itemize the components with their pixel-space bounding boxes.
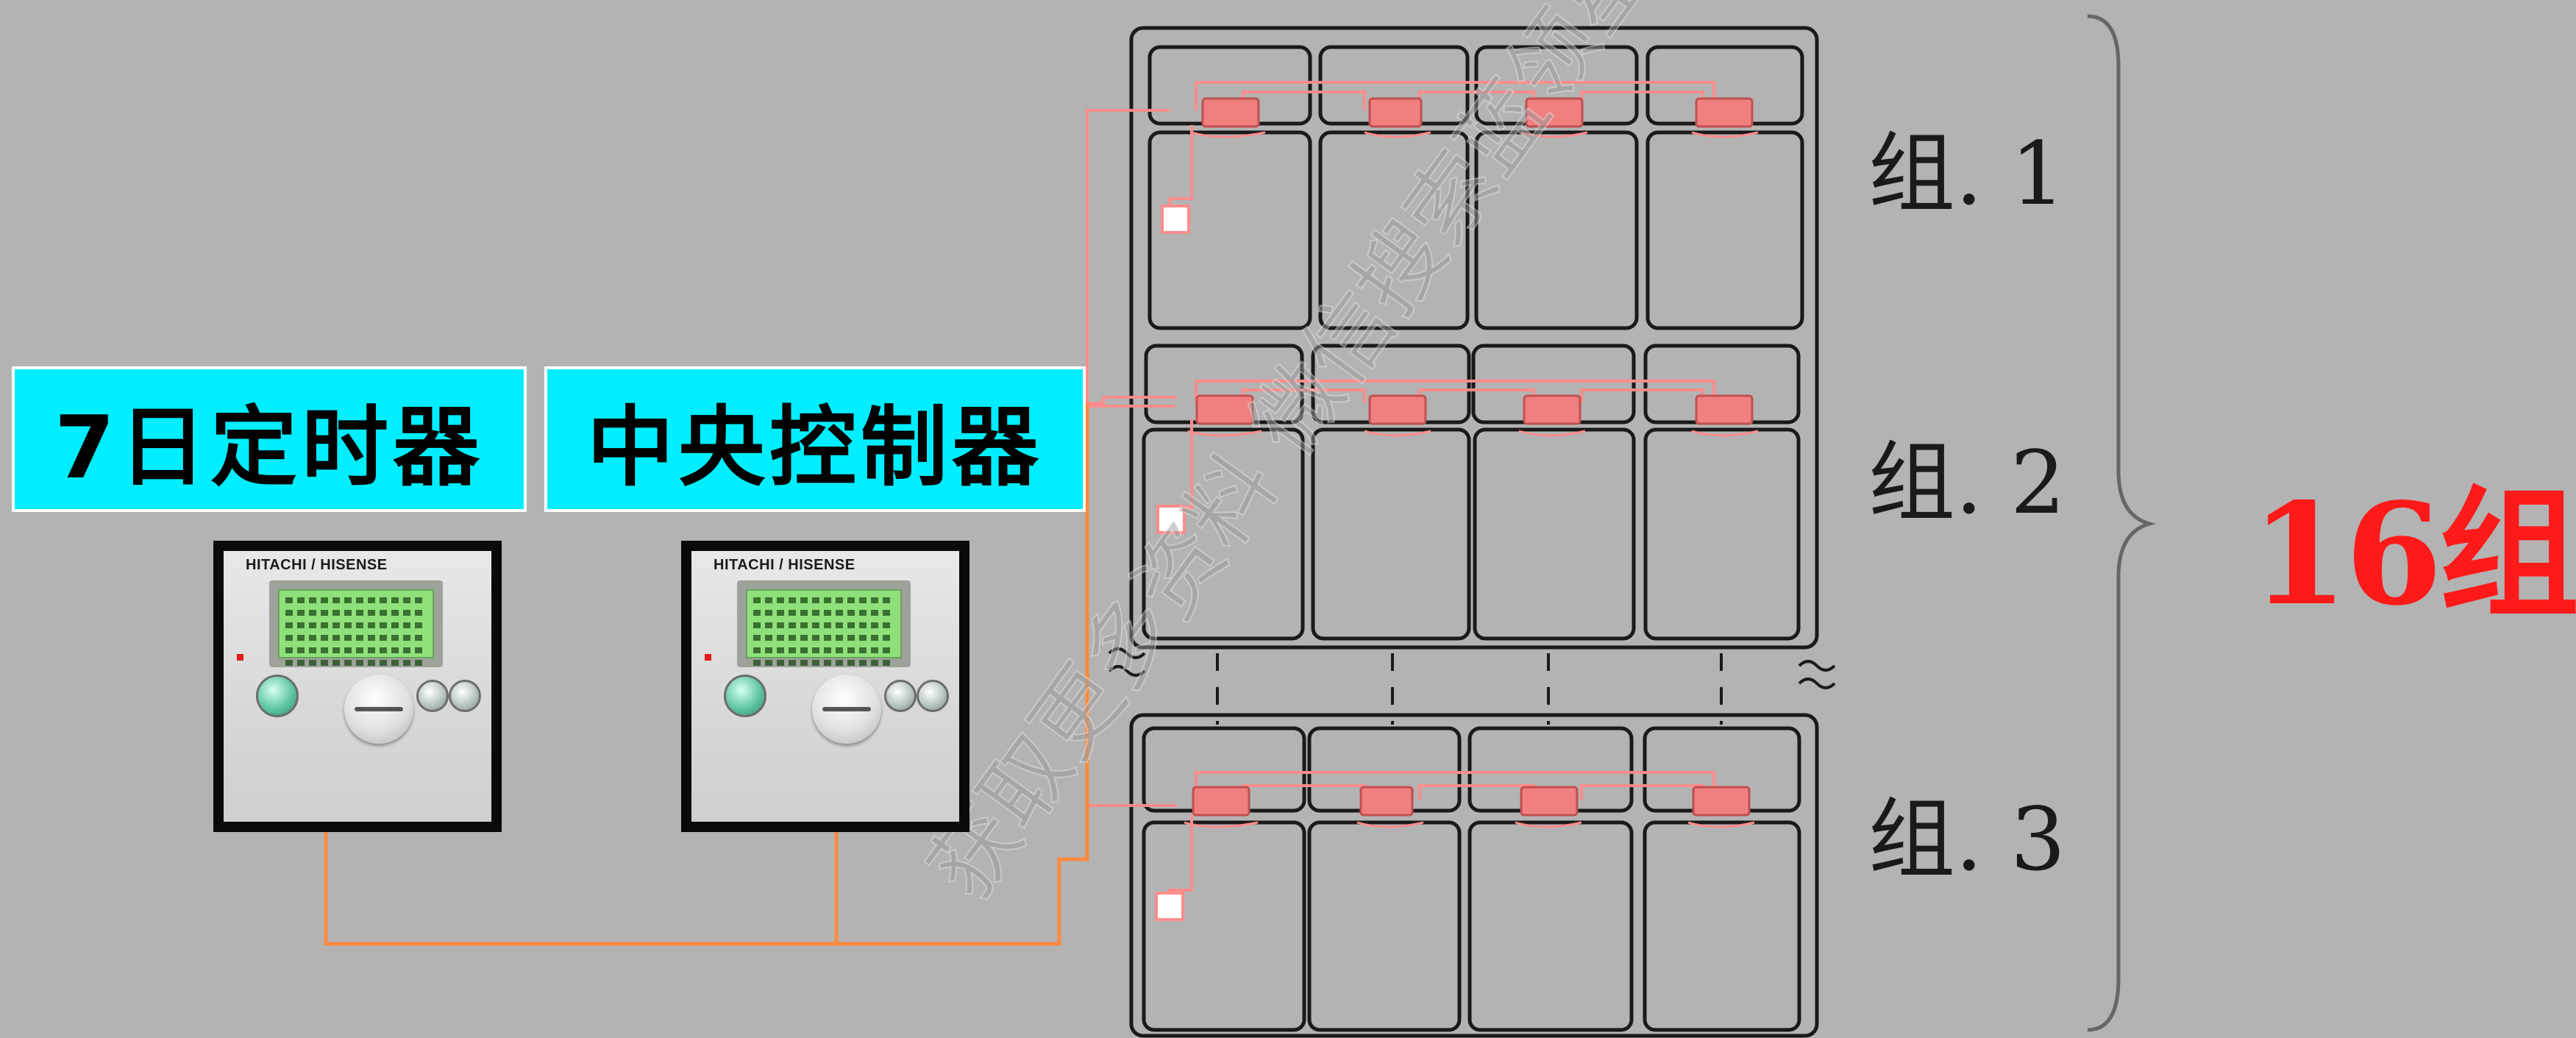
group-brace [2087, 14, 2157, 1032]
remote-receivers [1155, 205, 1190, 921]
timer-controller-display [278, 589, 434, 666]
indoor-unit-blocks [1192, 97, 1754, 817]
timer-led-icon [237, 654, 243, 661]
central-button-left [884, 680, 917, 712]
group-3-label: 组. 3 [1868, 789, 2066, 890]
timer-button-right [449, 680, 481, 712]
central-dial-knob [812, 675, 881, 744]
central-controller-display [746, 589, 902, 666]
central-controller-display-frame [737, 580, 911, 667]
central-button-right [917, 680, 949, 712]
central-power-button [724, 675, 766, 717]
controller-bus [324, 403, 1089, 946]
timer-button-left [416, 680, 449, 712]
timer-dial-knob [344, 675, 413, 744]
timer-controller-face: HITACHI / HISENSE [224, 551, 491, 822]
central-led-icon [705, 654, 711, 661]
timer-controller: HITACHI / HISENSE [213, 541, 502, 832]
group-1-label: 组. 1 [1868, 123, 2066, 224]
timer-controller-brand: HITACHI / HISENSE [246, 557, 388, 573]
central-controller-face: HITACHI / HISENSE [691, 551, 959, 822]
group-2-label: 组. 2 [1868, 432, 2066, 533]
total-groups-label: 16组 [2251, 472, 2576, 636]
timer-label: 7日定时器 [12, 366, 527, 512]
continuation-dashes [1216, 653, 1723, 725]
central-controller: HITACHI / HISENSE [681, 541, 969, 832]
central-controller-label: 中央控制器 [544, 366, 1086, 512]
timer-power-button [256, 675, 299, 717]
timer-label-text: 7日定时器 [54, 396, 485, 498]
unit-block-drips [1184, 131, 1759, 828]
break-mark-left [1108, 647, 1146, 677]
building-frame-lower [1129, 713, 1819, 1038]
break-mark-right [1798, 660, 1836, 689]
central-controller-brand: HITACHI / HISENSE [714, 557, 855, 573]
timer-controller-display-frame [269, 580, 443, 667]
building-frame-upper [1129, 26, 1819, 650]
central-controller-label-text: 中央控制器 [586, 396, 1043, 498]
